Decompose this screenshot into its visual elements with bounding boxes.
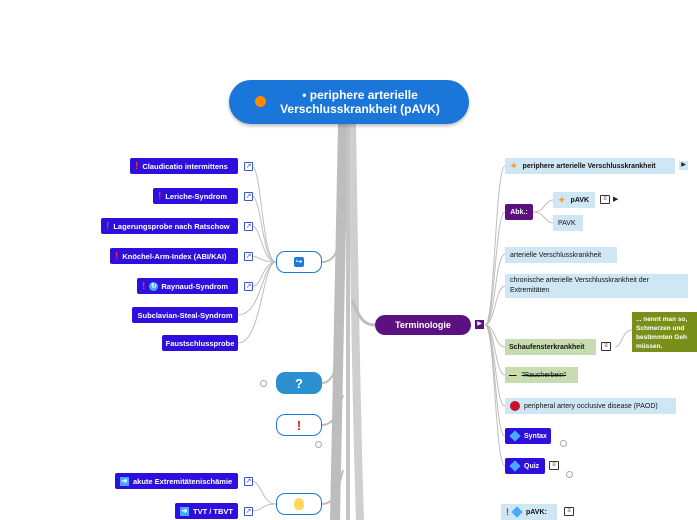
node-label: PAVK — [558, 219, 576, 227]
root-title: • periphere arterielle Verschlusskrankhe… — [280, 88, 440, 116]
uk-flag-icon — [510, 401, 520, 411]
node-label: "Raucherbein" — [521, 371, 567, 379]
node-label: Quiz — [524, 462, 540, 470]
external-link-icon[interactable]: ↗ — [244, 507, 253, 516]
notes-icon[interactable]: ≡ — [601, 342, 611, 351]
diamond-icon — [509, 460, 521, 472]
external-link-icon[interactable]: ↗ — [244, 222, 253, 231]
node-syntax[interactable]: Syntax — [505, 428, 551, 444]
node-label: Raynaud-Syndrom — [161, 281, 229, 291]
exclamation-icon: ! — [106, 220, 110, 232]
node-definition[interactable]: ✦ periphere arterielle Verschlusskrankhe… — [505, 158, 675, 174]
node-label: pAVK — [570, 196, 590, 204]
node-schaufenster[interactable]: Schaufensterkrankheit — [505, 339, 596, 355]
hub-question[interactable]: ? — [276, 372, 322, 394]
star-icon: ✦ — [558, 194, 566, 205]
notes-icon[interactable]: ≡ — [549, 461, 559, 470]
node-english[interactable]: peripheral artery occlusive disease (PAO… — [505, 398, 676, 414]
node-label: Abk.: — [510, 208, 528, 216]
star-icon: ✦ — [510, 160, 518, 171]
notes-icon[interactable]: ≡ — [564, 507, 574, 516]
node-label: periphere arterielle Verschlusskrankheit — [522, 162, 656, 170]
node-subclavian[interactable]: Subclavian-Steal-Syndrom — [132, 307, 238, 323]
collapse-toggle[interactable] — [260, 380, 267, 387]
arrow-right-icon: ➜ — [120, 476, 129, 486]
external-link-icon[interactable]: ↗ — [244, 192, 253, 201]
exclamation-hub-label: ! — [296, 417, 302, 433]
node-label: Knöchel-Arm-Index (ABI/KAI) — [122, 251, 227, 261]
node-bottom-pavk[interactable]: ! pAVK: — [501, 504, 557, 520]
node-raucherbein[interactable]: ✦ "Raucherbein" — [505, 367, 578, 383]
node-raynaud[interactable]: ! ↻ Raynaud-Syndrom — [137, 278, 238, 294]
exclamation-icon: ! — [506, 507, 509, 517]
lightbulb-icon — [294, 498, 304, 510]
node-label: akute Extremitätenischämie — [133, 476, 233, 486]
hub-idea[interactable] — [276, 493, 322, 515]
hub-links[interactable]: ↪ — [276, 251, 322, 273]
node-label: Claudicatio intermittens — [142, 161, 228, 171]
node-label: Leriche-Syndrom — [165, 191, 228, 201]
play-icon[interactable]: ▶ — [613, 196, 619, 203]
node-tvt[interactable]: ➜ TVT / TBVT — [175, 503, 238, 519]
node-label: Lagerungsprobe nach Ratschow — [113, 221, 230, 231]
node-chronische[interactable]: chronische arterielle Verschlusskrankhei… — [505, 274, 688, 298]
collapse-toggle[interactable] — [566, 471, 573, 478]
node-label: peripheral artery occlusive disease (PAO… — [524, 402, 658, 410]
node-lagerungsprobe[interactable]: ! Lagerungsprobe nach Ratschow — [101, 218, 238, 234]
diamond-icon — [511, 506, 523, 518]
node-leriche[interactable]: ! Leriche-Syndrom — [153, 188, 238, 204]
node-label: Syntax — [524, 432, 547, 440]
collapse-toggle[interactable] — [560, 440, 567, 447]
play-icon[interactable]: ▶ — [679, 161, 688, 170]
node-label: chronische arterielle Verschlusskrankhei… — [510, 277, 649, 294]
refresh-icon: ↻ — [149, 281, 159, 291]
terminologie-label: Terminologie — [395, 320, 451, 330]
notes-icon[interactable]: ≡ — [600, 195, 610, 204]
external-link-icon[interactable]: ↗ — [244, 282, 253, 291]
node-faustschluss[interactable]: Faustschlussprobe — [162, 335, 238, 351]
node-terminologie[interactable]: Terminologie — [375, 315, 471, 335]
external-link-icon[interactable]: ↗ — [244, 252, 253, 261]
star-icon: ✦ — [509, 369, 517, 380]
exclamation-icon: ! — [135, 160, 139, 172]
question-label: ? — [295, 375, 303, 391]
note-schaufenster: ... nennt man so, Schmerzen und bestimmt… — [632, 312, 697, 352]
node-label: arterielle Verschlusskrankheit — [510, 251, 602, 259]
node-pavk-plain[interactable]: PAVK — [553, 215, 583, 231]
collapse-toggle[interactable] — [315, 441, 322, 448]
node-label: Faustschlussprobe — [165, 338, 235, 348]
exclamation-icon: ! — [158, 190, 162, 202]
node-abk[interactable]: Abk.: — [505, 204, 533, 220]
node-label: pAVK: — [526, 508, 547, 516]
exclamation-icon: ! — [142, 280, 146, 292]
exclamation-icon: ! — [115, 250, 119, 262]
external-link-icon[interactable]: ↗ — [244, 477, 253, 486]
node-label: TVT / TBVT — [193, 506, 233, 516]
node-label: Schaufensterkrankheit — [509, 343, 585, 351]
node-akute-ischaemie[interactable]: ➜ akute Extremitätenischämie — [115, 473, 238, 489]
topic-dot-icon — [255, 96, 266, 107]
node-arterielle[interactable]: arterielle Verschlusskrankheit — [505, 247, 617, 263]
node-quiz[interactable]: Quiz — [505, 458, 545, 474]
hub-exclamation[interactable]: ! — [276, 414, 322, 436]
node-pavk-abbr[interactable]: ✦ pAVK — [553, 192, 595, 208]
note-text: ... nennt man so, Schmerzen und bestimmt… — [636, 316, 688, 350]
play-icon[interactable]: ▶ — [475, 320, 484, 329]
external-link-icon[interactable]: ↗ — [244, 162, 253, 171]
link-icon: ↪ — [294, 257, 304, 267]
diamond-icon — [509, 430, 521, 442]
node-label: Subclavian-Steal-Syndrom — [137, 310, 233, 320]
arrow-right-icon: ➜ — [180, 506, 189, 516]
root-topic[interactable]: • periphere arterielle Verschlusskrankhe… — [229, 80, 469, 124]
node-abi[interactable]: ! Knöchel-Arm-Index (ABI/KAI) — [110, 248, 238, 264]
node-claudicatio[interactable]: ! Claudicatio intermittens — [130, 158, 238, 174]
